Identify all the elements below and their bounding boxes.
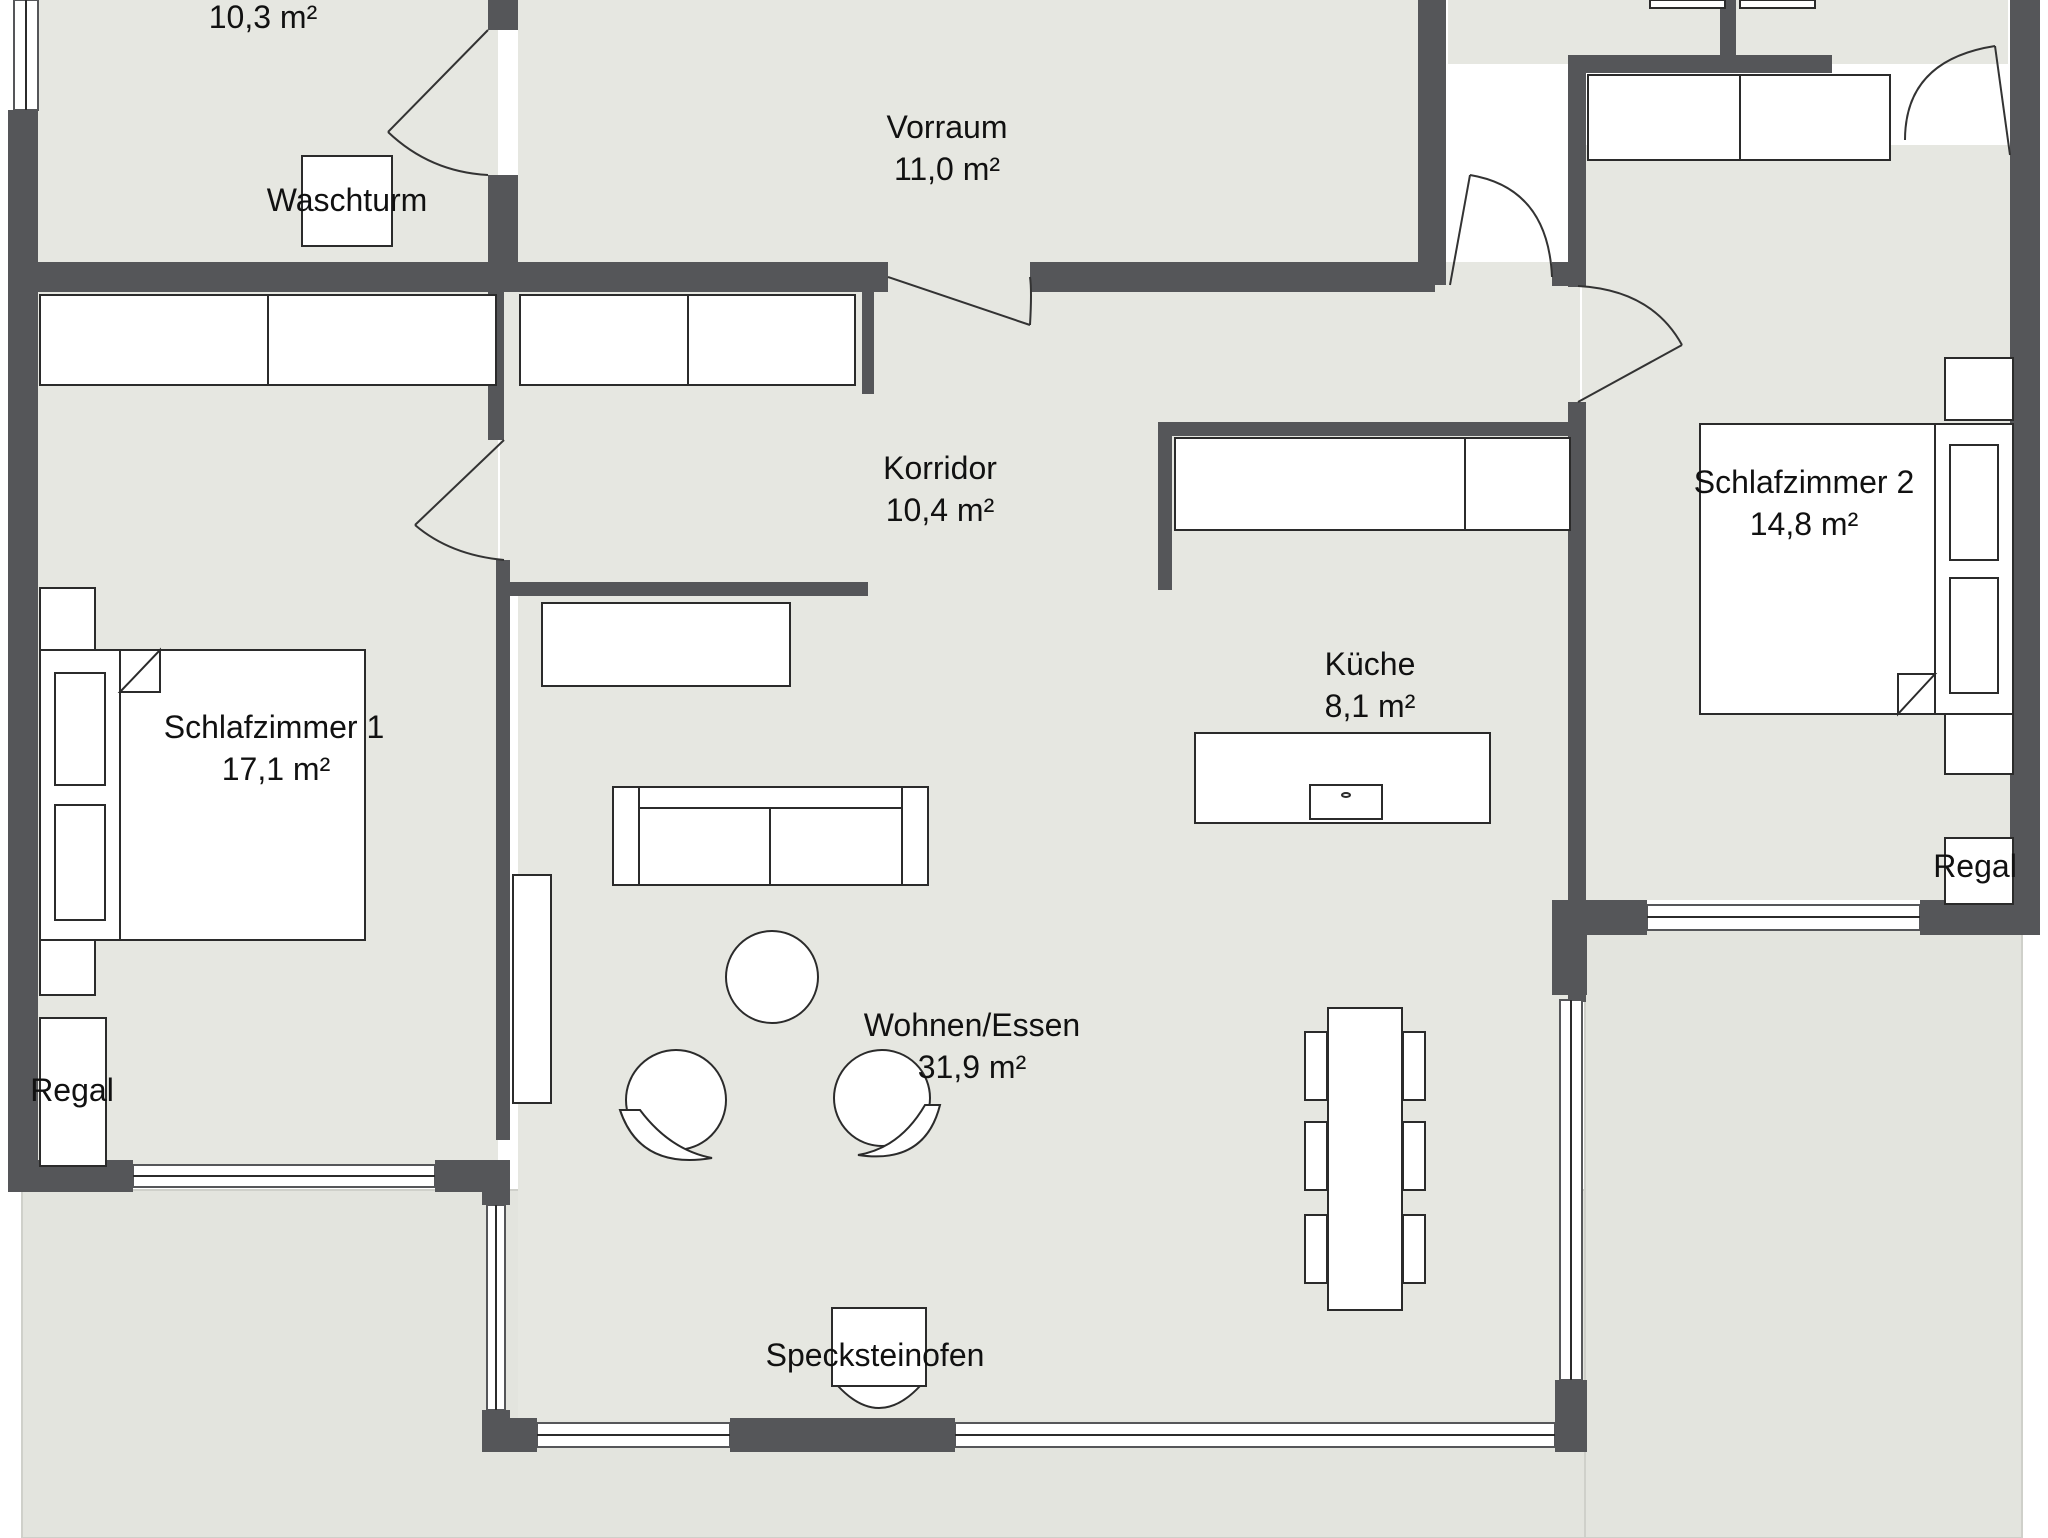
windows bbox=[13, 0, 1921, 1448]
schlafzimmer-2-name-label: Schlafzimmer 2 bbox=[1694, 464, 1915, 500]
outside-right-area bbox=[1584, 929, 2023, 1538]
bed-bedroom-2 bbox=[1699, 357, 2014, 775]
vorraum-name-label: Vorraum bbox=[887, 109, 1008, 145]
vorraum-area-label: 11,0 m² bbox=[894, 151, 1000, 187]
walls bbox=[8, 0, 2040, 1452]
tv-board bbox=[512, 874, 552, 1104]
stove bbox=[831, 1307, 927, 1409]
wohnen-area-label: 31,9 m² bbox=[918, 1049, 1027, 1085]
wardrobes bbox=[39, 0, 1891, 531]
korridor-name-label: Korridor bbox=[883, 450, 997, 486]
specksteinofen-label: Specksteinofen bbox=[766, 1337, 985, 1373]
waschturm-label: Waschturm bbox=[267, 182, 428, 218]
regal-left-label: Regal bbox=[30, 1072, 114, 1108]
doors bbox=[387, 29, 2011, 561]
armchair-left bbox=[618, 1049, 727, 1161]
regal-left-shelf bbox=[39, 1017, 107, 1167]
schlafzimmer-1-name-label: Schlafzimmer 1 bbox=[164, 709, 385, 745]
waschturm-box bbox=[301, 155, 393, 247]
wohnen-name-label: Wohnen/Essen bbox=[864, 1007, 1080, 1043]
armchair-right bbox=[833, 1049, 942, 1158]
regal-right-label: Regal bbox=[1933, 848, 2017, 884]
kitchen-island bbox=[1194, 732, 1491, 824]
regal-right-shelf bbox=[1944, 837, 2014, 905]
bath-area-label: 10,3 m² bbox=[209, 0, 318, 35]
dining-table bbox=[1304, 1007, 1426, 1311]
kueche-name-label: Küche bbox=[1325, 646, 1416, 682]
schlafzimmer-1-area-label: 17,1 m² bbox=[222, 751, 331, 787]
sofa bbox=[612, 786, 929, 886]
kueche-area-label: 8,1 m² bbox=[1325, 688, 1416, 724]
korridor-area-label: 10,4 m² bbox=[886, 492, 995, 528]
coffee-table bbox=[725, 930, 819, 1024]
schlafzimmer-2-area-label: 14,8 m² bbox=[1750, 506, 1859, 542]
bed-bedroom-1 bbox=[39, 587, 366, 996]
sideboard bbox=[541, 602, 791, 687]
